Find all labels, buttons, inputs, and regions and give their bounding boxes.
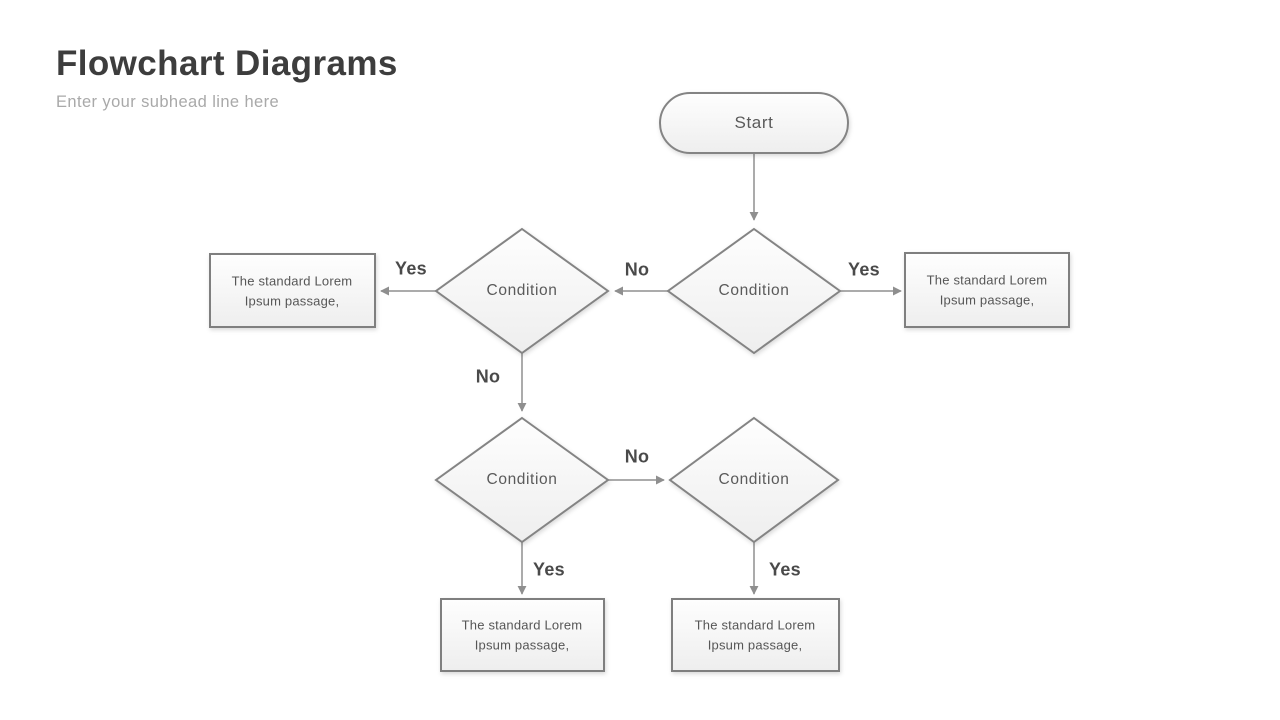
edge-label-yes-bottom-left: Yes bbox=[533, 559, 565, 580]
condition-lower-right-node bbox=[668, 416, 840, 544]
edge-label-no-center-to-left: No bbox=[624, 259, 650, 280]
edge-label-no-left-down: No bbox=[475, 366, 501, 387]
condition-top-left-label: Condition bbox=[486, 282, 558, 299]
edge-label-no-between-lower: No bbox=[624, 446, 650, 467]
page-title: Flowchart Diagrams bbox=[56, 44, 398, 83]
page-subtitle: Enter your subhead line here bbox=[56, 93, 280, 111]
condition-lower-right-label: Condition bbox=[718, 471, 790, 488]
condition-top-left-node bbox=[434, 227, 610, 355]
start-node bbox=[659, 92, 849, 154]
condition-top-center-label: Condition bbox=[718, 282, 790, 299]
start-node-label: Start bbox=[734, 113, 774, 132]
result-top-right-text: The standard Lorem Ipsum passage, bbox=[926, 272, 1048, 308]
result-bottom-right-text: The standard Lorem Ipsum passage, bbox=[694, 617, 816, 653]
edge-label-yes-to-left-result: Yes bbox=[395, 258, 427, 279]
result-bottom-left-node bbox=[440, 598, 605, 672]
result-bottom-left-text: The standard Lorem Ipsum passage, bbox=[461, 617, 583, 653]
edge-label-yes-bottom-right: Yes bbox=[769, 559, 801, 580]
condition-top-center-node bbox=[666, 227, 842, 355]
condition-lower-left-node bbox=[434, 416, 610, 544]
edge-label-yes-to-right-result: Yes bbox=[848, 259, 880, 280]
result-bottom-right-node bbox=[671, 598, 840, 672]
result-top-right-node bbox=[904, 252, 1070, 328]
condition-lower-left-label: Condition bbox=[486, 471, 558, 488]
result-top-left-node bbox=[209, 253, 376, 328]
result-top-left-text: The standard Lorem Ipsum passage, bbox=[231, 273, 353, 309]
